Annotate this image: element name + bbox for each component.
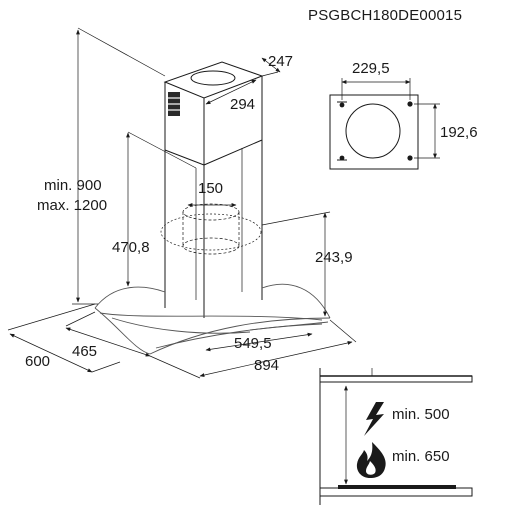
- vent-grille: [168, 92, 180, 116]
- depth-overall-label: 600: [25, 353, 50, 370]
- lower-chimney: [164, 140, 263, 318]
- motor-box: [163, 61, 264, 166]
- electric-clearance-label: min. 500: [392, 406, 450, 423]
- model-code: PSGBCH180DE00015: [308, 7, 462, 24]
- hood-drawing: [94, 61, 331, 355]
- height-min-label: min. 900: [44, 177, 102, 194]
- bracket-height-label: 192,6: [440, 124, 478, 141]
- inner-duct: [160, 203, 262, 255]
- width-inner-label: 549,5: [234, 335, 272, 352]
- mounting-bracket: 229,5 192,6: [329, 60, 478, 170]
- duct-outlet: [190, 70, 236, 86]
- width-motor-label: 294: [230, 96, 255, 113]
- dimension-labels: 247 294 min. 900 max. 1200 150 470,8 243…: [25, 53, 353, 374]
- glass-height-label: 243,9: [315, 249, 353, 266]
- bracket-duct-hole: [345, 103, 401, 159]
- bracket-screw-slots: [337, 101, 413, 161]
- gas-clearance-label: min. 650: [392, 448, 450, 465]
- chimney-height-label: 470,8: [112, 239, 150, 256]
- flame-icon: [356, 442, 386, 478]
- glass-canopy: [94, 283, 331, 355]
- height-max-label: max. 1200: [37, 197, 107, 214]
- bracket-width-label: 229,5: [352, 60, 390, 77]
- depth-inner-label: 465: [72, 343, 97, 360]
- dimension-lines: [7, 27, 357, 379]
- width-overall-label: 894: [254, 357, 279, 374]
- clearance-diagram: min. 500 min. 650: [319, 368, 473, 505]
- depth-motor-label: 247: [268, 53, 293, 70]
- lightning-icon: [364, 402, 384, 436]
- duct-diameter-label: 150: [198, 180, 223, 197]
